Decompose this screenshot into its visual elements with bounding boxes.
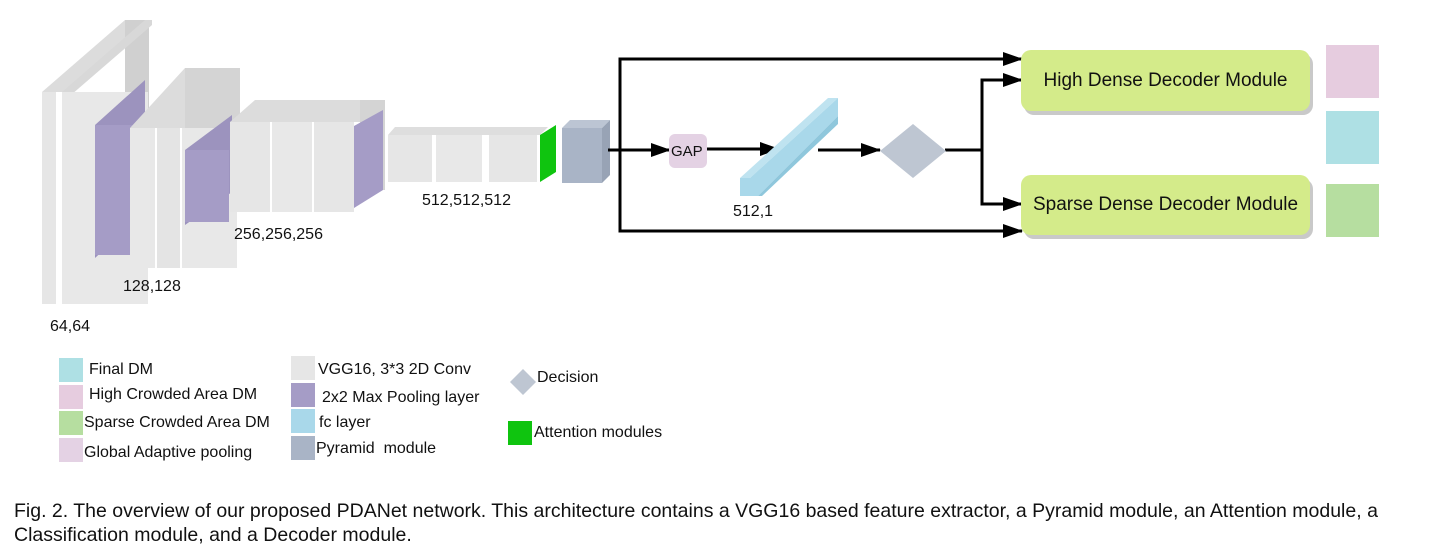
block2-pool-layer: [185, 150, 229, 222]
pyramid-side: [602, 120, 610, 183]
decision-to-high-arrow: [980, 73, 1023, 150]
legend-pyramid: Pyramid module: [316, 440, 437, 457]
legend-sparse-crowded: Sparse Crowded Area DM: [84, 414, 270, 431]
figure-caption: Fig. 2. The overview of our proposed PDA…: [14, 500, 1378, 546]
conv-swatch: [291, 356, 315, 380]
sparse-dense-decoder-label: Sparse Dense Decoder Module: [1032, 194, 1299, 215]
final-dm-output: [1326, 111, 1379, 164]
block3-pool-layer: [354, 110, 383, 208]
legend-final-dm: Final DM: [89, 361, 154, 378]
connection-arrows: [608, 52, 1023, 238]
high-dense-decoder: High Dense Decoder Module: [1021, 50, 1310, 111]
legend-conv: VGG16, 3*3 2D Conv: [318, 361, 471, 378]
block2-size-label: 128,128: [123, 278, 181, 295]
block4-conv-b: [436, 135, 482, 182]
high-dense-decoder-label: High Dense Decoder Module: [1043, 69, 1288, 91]
gap-label: GAP: [671, 143, 703, 160]
pool-swatch: [291, 383, 315, 407]
legend-fc: fc layer: [319, 414, 371, 431]
decision-swatch: [510, 369, 536, 395]
sparse-crowded-swatch: [59, 411, 83, 435]
fc-layer-front: [740, 98, 838, 196]
high-crowded-dm-output: [1326, 45, 1379, 98]
block3-conv-b: [272, 122, 312, 212]
sparse-dense-decoder: Sparse Dense Decoder Module: [1021, 175, 1310, 235]
high-crowded-swatch: [59, 385, 83, 409]
decision-to-sparse-arrow: [980, 150, 1023, 211]
pyramid-module: [562, 120, 610, 183]
fc-layer: [740, 98, 838, 196]
block4-conv-layers: [388, 127, 548, 182]
pyramid-top: [562, 120, 610, 128]
fc-layer-side: [758, 116, 838, 196]
block3-conv-a: [230, 122, 270, 212]
gap-box: [669, 134, 707, 168]
block1-conv-a: [42, 92, 56, 304]
block2-conv-a: [130, 128, 155, 268]
legend-high-crowded: High Crowded Area DM: [89, 386, 258, 403]
block3-size-label: 256,256,256: [234, 226, 323, 243]
block4-size-label: 512,512,512: [422, 192, 511, 209]
sparse-crowded-dm-output: [1326, 184, 1379, 237]
legend-decision: Decision: [537, 369, 599, 386]
block4-conv-c: [489, 135, 537, 182]
block1-size-label: 64,64: [50, 318, 91, 335]
global-pooling-swatch: [59, 438, 83, 462]
block2-conv-b: [157, 128, 180, 268]
attention-swatch: [508, 421, 532, 445]
block4-conv-a: [388, 135, 432, 182]
fc-size-label: 512,1: [733, 203, 774, 220]
network-svg: [42, 20, 1023, 304]
bottom-branch-arrow: [618, 150, 1023, 238]
block3-conv-layers: [230, 100, 385, 212]
attention-module: [540, 125, 556, 182]
legend-global-pooling: Global Adaptive pooling: [84, 444, 253, 461]
fc-layer-top: [740, 98, 838, 178]
pyramid-swatch: [291, 436, 315, 460]
legend-attention: Attention modules: [534, 424, 663, 441]
block1-conv-b-top: [62, 20, 152, 95]
pyramid-front: [562, 128, 602, 183]
decision-diamond: [880, 124, 946, 178]
fc-swatch: [291, 409, 315, 433]
final-dm-swatch: [59, 358, 83, 382]
block4-top: [388, 127, 548, 135]
block3-conv-c: [314, 122, 354, 212]
top-branch-arrow: [618, 52, 1023, 150]
legend-pool: 2x2 Max Pooling layer: [322, 389, 480, 406]
architecture-diagram: 64,64 128,128 256,256,256 512,512,512 51…: [42, 20, 1379, 462]
block3-top: [230, 100, 385, 122]
decision-swatch-shape: [510, 369, 536, 395]
block1-conv-a-top: [42, 20, 149, 92]
